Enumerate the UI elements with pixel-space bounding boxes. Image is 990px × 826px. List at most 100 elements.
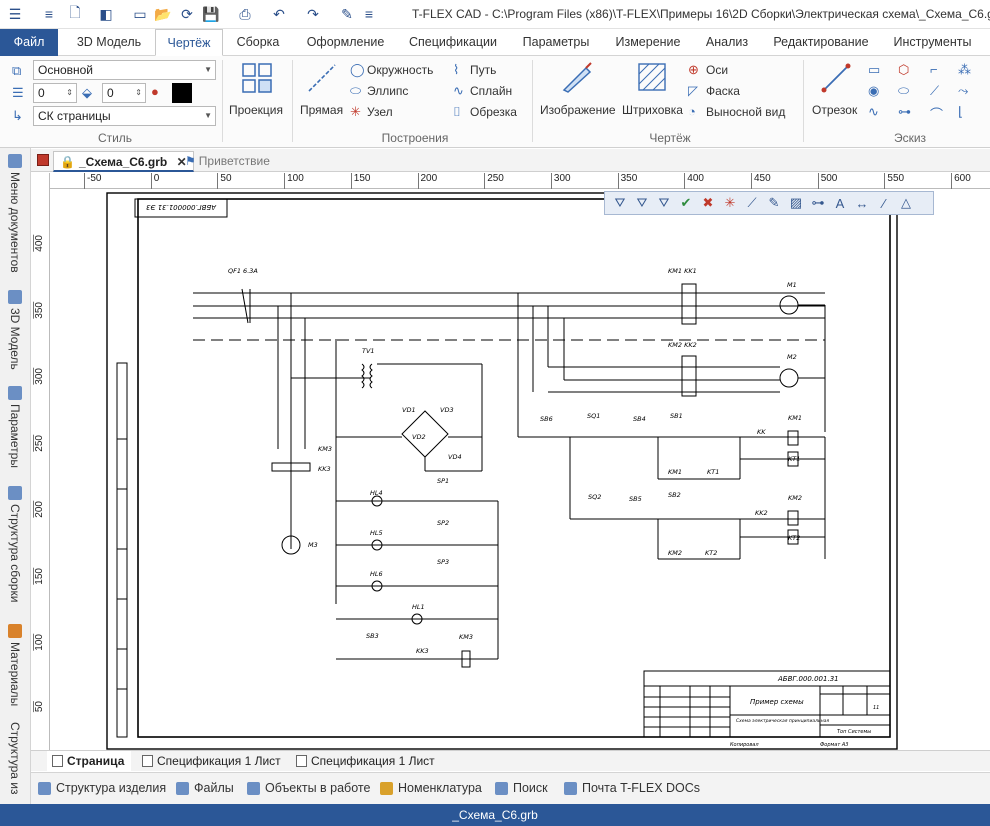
ruler-tick: 50 (217, 173, 232, 189)
tab-page-1[interactable]: Страница 1 (47, 751, 131, 788)
tab-spec-sheet-1[interactable]: Спецификация 1 Лист 1 (137, 751, 287, 788)
check-filter-icon[interactable]: ✔ (680, 195, 692, 210)
spline-button[interactable]: Сплайн (470, 84, 513, 98)
filter-list-icon[interactable]: ⛛ (658, 195, 670, 210)
line-button[interactable]: Прямая (298, 60, 346, 126)
tab-schema-document[interactable]: 🔒_Схема_С6.grb ✕ (53, 151, 194, 172)
dimension-filter-icon[interactable]: ↔ (855, 195, 869, 211)
spline-sketch-icon[interactable]: ∿ (868, 104, 879, 119)
label-sb6: SB6 (540, 415, 553, 423)
label-m2: M2 (787, 353, 797, 361)
open-icon[interactable]: 📂 (154, 5, 172, 22)
sidebar-item-3d-model[interactable]: 3D Модель (2, 290, 28, 378)
tool-icon[interactable]: ✎ (341, 5, 353, 22)
color-swatch[interactable] (172, 83, 192, 103)
arc-icon[interactable]: ⤳ (958, 83, 969, 98)
circle-sketch-icon[interactable]: ◉ (868, 83, 880, 98)
offset-icon[interactable]: ⊶ (898, 104, 911, 119)
polygon-icon[interactable]: ⬡ (898, 62, 910, 77)
window-icon[interactable]: ▭ (133, 5, 147, 22)
ruler-tick: 400 (33, 235, 49, 252)
detail-view-button[interactable]: Выносной вид (706, 105, 786, 119)
cs-combo[interactable]: СК страницы▼ (33, 106, 216, 126)
tab-measure[interactable]: Измерение (615, 35, 681, 49)
drawing-canvas[interactable]: QF1 6.3А TV1 VD1 VD2 VD3 VD4 KM3 KK3 M3 … (50, 189, 990, 750)
color-palette-icon[interactable]: ● (151, 84, 159, 99)
leader-filter-icon[interactable]: ⁄ (882, 195, 886, 211)
filter-icon[interactable]: ⛛ (614, 195, 626, 210)
title-sheet: 11 (873, 705, 879, 711)
axes-button[interactable]: Оси (706, 63, 729, 77)
chamfer-button[interactable]: Фаска (706, 84, 740, 98)
shapes-filter-icon[interactable]: △ (901, 195, 911, 210)
sidebar-item-structure[interactable]: Структура из (8, 722, 22, 795)
sidebar-item-materials[interactable]: Материалы (2, 624, 28, 714)
node-button[interactable]: Узел (367, 105, 393, 119)
refresh-icon[interactable]: ⟳ (181, 5, 193, 22)
tab-tools[interactable]: Инструменты (893, 35, 972, 49)
cube-icon (8, 290, 22, 304)
label-km2b: KM2 (668, 549, 682, 557)
node-filter-icon[interactable]: ✳ (724, 195, 736, 210)
point-icon[interactable]: ⁂ (958, 62, 971, 77)
menu-icon[interactable]: ≡ (44, 6, 54, 22)
new-3d-icon[interactable]: ◧ (99, 5, 113, 22)
ellipse-sketch-icon[interactable]: ⬭ (898, 83, 910, 98)
sidebar-item-parameters[interactable]: Параметры (2, 386, 28, 478)
tab-parameters[interactable]: Параметры (522, 35, 590, 49)
save-icon[interactable]: 💾 (202, 5, 220, 22)
app-menu-icon[interactable]: ☰ (8, 5, 22, 22)
tab-analysis[interactable]: Анализ (705, 35, 749, 49)
hatch-filter-icon[interactable]: ▨ (789, 195, 803, 210)
sidebar-item-documents[interactable]: Меню документов (2, 154, 28, 282)
polyline-icon[interactable]: ⟋ (930, 83, 940, 98)
undo-icon[interactable]: ↶ (273, 5, 285, 22)
axes-icon: ⊕ (688, 62, 699, 77)
fragment-filter-icon[interactable]: ⊶ (811, 195, 825, 210)
tab-drawing[interactable]: Чертёж (155, 29, 223, 56)
tab-specifications[interactable]: Спецификации (409, 35, 497, 49)
line-filter-icon[interactable]: ⟋ (747, 195, 757, 210)
panel-objects-in-work[interactable]: Объекты в работе (247, 781, 370, 795)
panel-mail[interactable]: Почта T-FLEX DOCs (564, 781, 700, 795)
priority-field[interactable]: 0⇕ (102, 83, 146, 103)
tab-design[interactable]: Оформление (306, 35, 385, 49)
customize-icon[interactable]: ≡ (364, 6, 374, 22)
sidebar-item-assembly-structure[interactable]: Структура сборки (2, 486, 28, 616)
hatch-button[interactable]: Штриховка (620, 60, 684, 126)
text-filter-icon[interactable]: A (835, 195, 845, 211)
panel-search[interactable]: Поиск (495, 781, 548, 795)
cross-filter-icon[interactable]: ✖ (702, 195, 714, 210)
layer-combo[interactable]: Основной▼ (33, 60, 216, 80)
tab-assembly[interactable]: Сборка (236, 35, 280, 49)
level-field[interactable]: 0⇕ (33, 83, 77, 103)
close-icon[interactable]: ✕ (176, 155, 187, 169)
projection-button[interactable]: Проекция (228, 60, 286, 122)
side-panel-tabs: Меню документов 3D Модель Параметры Стру… (0, 148, 31, 806)
tab-welcome[interactable]: ⚑Приветствие (185, 154, 270, 168)
tab-edit[interactable]: Редактирование (773, 35, 869, 49)
new-file-icon[interactable]: 🗋 (69, 4, 81, 20)
rectangle-icon[interactable]: ▭ (868, 62, 881, 77)
tab-spec-sheet-2[interactable]: Спецификация 1 Лист 2 (291, 751, 443, 788)
path-button[interactable]: Путь (470, 63, 497, 77)
panel-files[interactable]: Файлы (176, 781, 234, 795)
filter-box-icon[interactable]: ⛛ (636, 195, 648, 210)
panel-nomenclature[interactable]: Номенклатура (380, 781, 482, 795)
fillet-icon[interactable]: ⌐ (930, 62, 938, 77)
circle-button[interactable]: Окружность (367, 63, 434, 77)
ellipse-button[interactable]: Эллипс (367, 84, 409, 98)
print-icon[interactable]: ⎙ (239, 5, 251, 22)
label-sq2: SQ2 (588, 493, 601, 501)
segment-button[interactable]: Отрезок (808, 60, 864, 126)
label-m1: M1 (787, 281, 797, 289)
panel-product-structure[interactable]: Структура изделия (38, 781, 166, 795)
image-filter-icon[interactable]: ✎ (768, 195, 780, 210)
trim-button[interactable]: Обрезка (470, 105, 517, 119)
bend-icon[interactable]: ⌊ (958, 104, 964, 119)
tab-3d-model[interactable]: 3D Модель (76, 35, 142, 49)
curve-icon[interactable]: ⌒ (930, 107, 944, 122)
redo-icon[interactable]: ↷ (307, 5, 319, 22)
image-button[interactable]: Изображение (538, 60, 618, 126)
tab-file[interactable]: Файл (0, 29, 58, 56)
